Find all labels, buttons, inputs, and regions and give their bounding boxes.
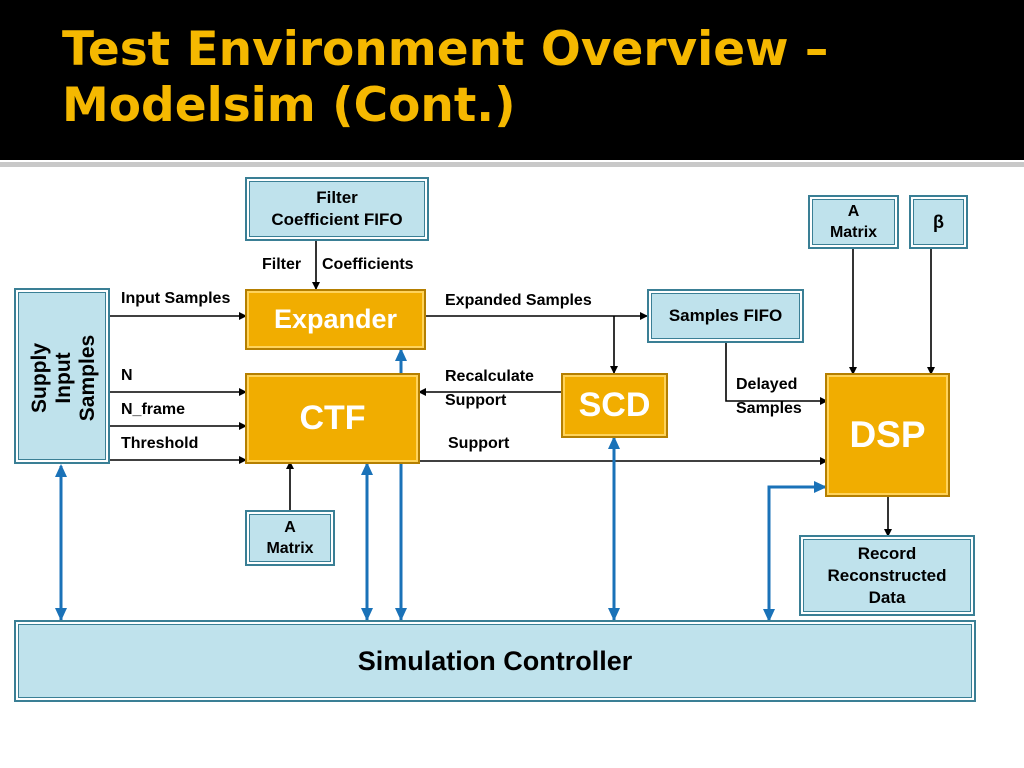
scd-block: SCD: [561, 373, 668, 438]
label-threshold: Threshold: [121, 435, 199, 452]
beta-block: β: [909, 195, 968, 249]
title-bar: [0, 0, 1024, 160]
label-input-samples: Input Samples: [121, 290, 231, 307]
label-n-frame: N_frame: [121, 401, 186, 418]
a-matrix-ctf-block: A Matrix: [245, 510, 335, 566]
a-matrix-dsp-line-2: Matrix: [829, 224, 878, 241]
samples-fifo-label: Samples FIFO: [668, 306, 783, 325]
label-delayed: Delayed: [736, 376, 798, 393]
simulation-controller-label: Simulation Controller: [357, 646, 633, 676]
expander-label: Expander: [273, 304, 398, 334]
simulation-controller-block: Simulation Controller: [14, 620, 976, 702]
slide-title-line-2: Modelsim (Cont.): [62, 78, 516, 133]
a-matrix-ctf-line-1: A: [284, 519, 296, 536]
supply-line-1: Supply: [28, 342, 51, 414]
expander-block: Expander: [245, 289, 426, 350]
ctf-block: CTF: [245, 373, 420, 464]
filter-fifo-line-2: Coefficient FIFO: [271, 210, 403, 229]
record-line-1: Record: [857, 543, 917, 563]
label-recalculate: Recalculate: [445, 368, 534, 385]
wire-delayed-samples: [725, 342, 828, 405]
filter-coefficient-fifo-block: Filter Coefficient FIFO: [245, 177, 429, 241]
control-dsp: [763, 481, 827, 622]
label-coefficients: Coefficients: [322, 256, 414, 273]
supply-label: Supply Input Samples: [28, 335, 100, 421]
label-expanded-samples: Expanded Samples: [445, 292, 592, 309]
dsp-block: DSP: [825, 373, 950, 497]
supply-line-3: Samples: [76, 334, 99, 422]
label-support: Support: [448, 435, 510, 452]
record-line-2: Reconstructed: [827, 565, 947, 585]
slide-title: Test Environment Overview – Modelsim (Co…: [62, 22, 828, 134]
beta-label: β: [933, 212, 944, 232]
title-divider: [0, 162, 1024, 167]
ctf-label: CTF: [299, 399, 366, 437]
record-line-3: Data: [868, 587, 906, 607]
a-matrix-ctf-line-2: Matrix: [266, 540, 314, 557]
dsp-label: DSP: [849, 414, 926, 455]
slide-title-line-1: Test Environment Overview –: [62, 22, 829, 77]
supply-input-samples-block: Supply Input Samples: [14, 288, 110, 464]
scd-label: SCD: [578, 386, 651, 424]
label-filter: Filter: [262, 256, 302, 273]
label-recalculate-support: Support: [445, 392, 507, 409]
a-matrix-dsp-block: A Matrix: [808, 195, 899, 249]
filter-fifo-line-1: Filter: [316, 188, 358, 207]
label-delayed-samples: Samples: [736, 400, 802, 417]
label-n: N: [121, 367, 133, 384]
supply-line-2: Input: [52, 352, 75, 404]
record-reconstructed-data-block: Record Reconstructed Data: [799, 535, 975, 616]
samples-fifo-block: Samples FIFO: [647, 289, 804, 343]
a-matrix-dsp-line-1: A: [847, 203, 860, 220]
